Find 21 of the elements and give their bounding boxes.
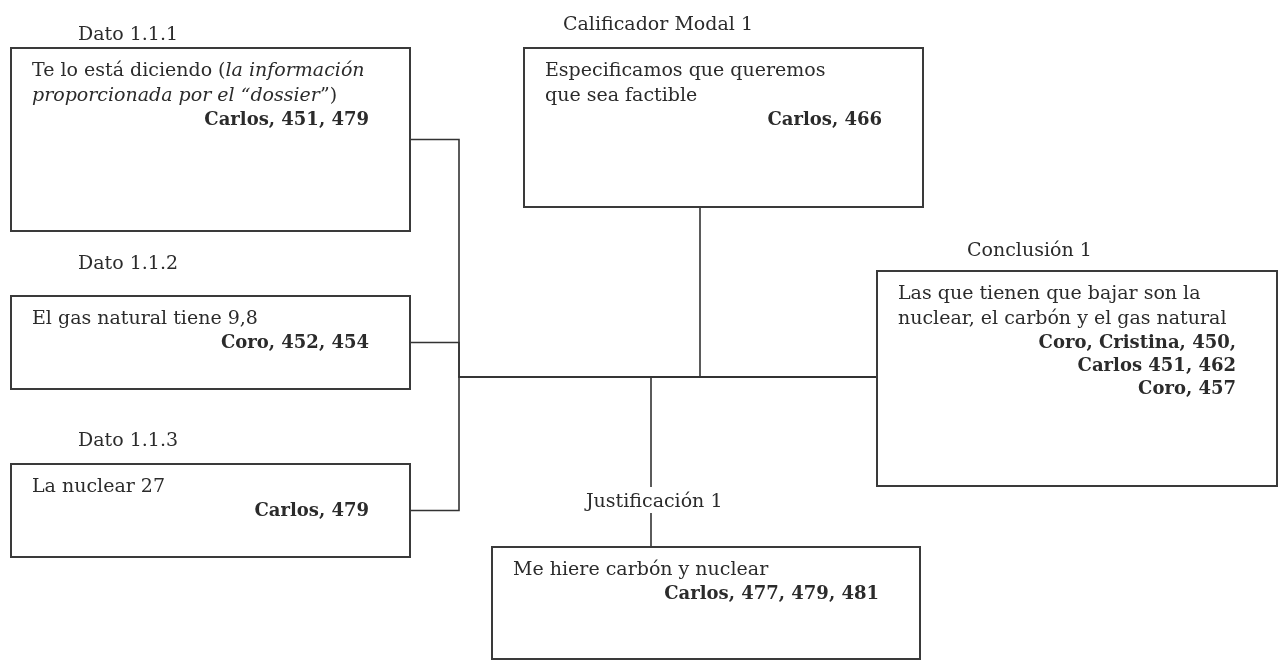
body-text: Te lo está diciendo (la información proporcionada por el “dossier”) [32,57,366,107]
node-heading: Conclusión 1 [967,237,1092,262]
node-heading: Calificador Modal 1 [563,11,753,36]
node-heading: Justificación 1 [586,488,723,513]
node-heading: Dato 1.1.3 [78,427,179,452]
reference-text: Coro, Cristina, 450, [1038,330,1236,353]
body-text: Las que tienen que bajar son la nuclear, el carbón y el gas natural [898,280,1228,330]
body-text: El gas natural tiene 9,8 [32,305,259,330]
reference-text: Coro, 457 [1138,376,1236,399]
reference-text: Coro, 452, 454 [220,330,369,353]
reference-text: Carlos, 479 [254,498,369,521]
node-heading: Dato 1.1.1 [78,21,179,46]
body-text: Me hiere carbón y nuclear [513,556,770,581]
connector-line [650,376,877,488]
body-text: La nuclear 27 [32,473,167,498]
reference-text: Carlos, 451, 479 [204,107,369,130]
reference-text: Carlos, 477, 479, 481 [664,581,879,604]
reference-text: Carlos 451, 462 [1077,353,1236,376]
reference-text: Carlos, 466 [767,107,882,130]
body-text: Especificamos que queremos que sea factible [545,57,827,107]
node-heading: Dato 1.1.2 [78,250,179,275]
